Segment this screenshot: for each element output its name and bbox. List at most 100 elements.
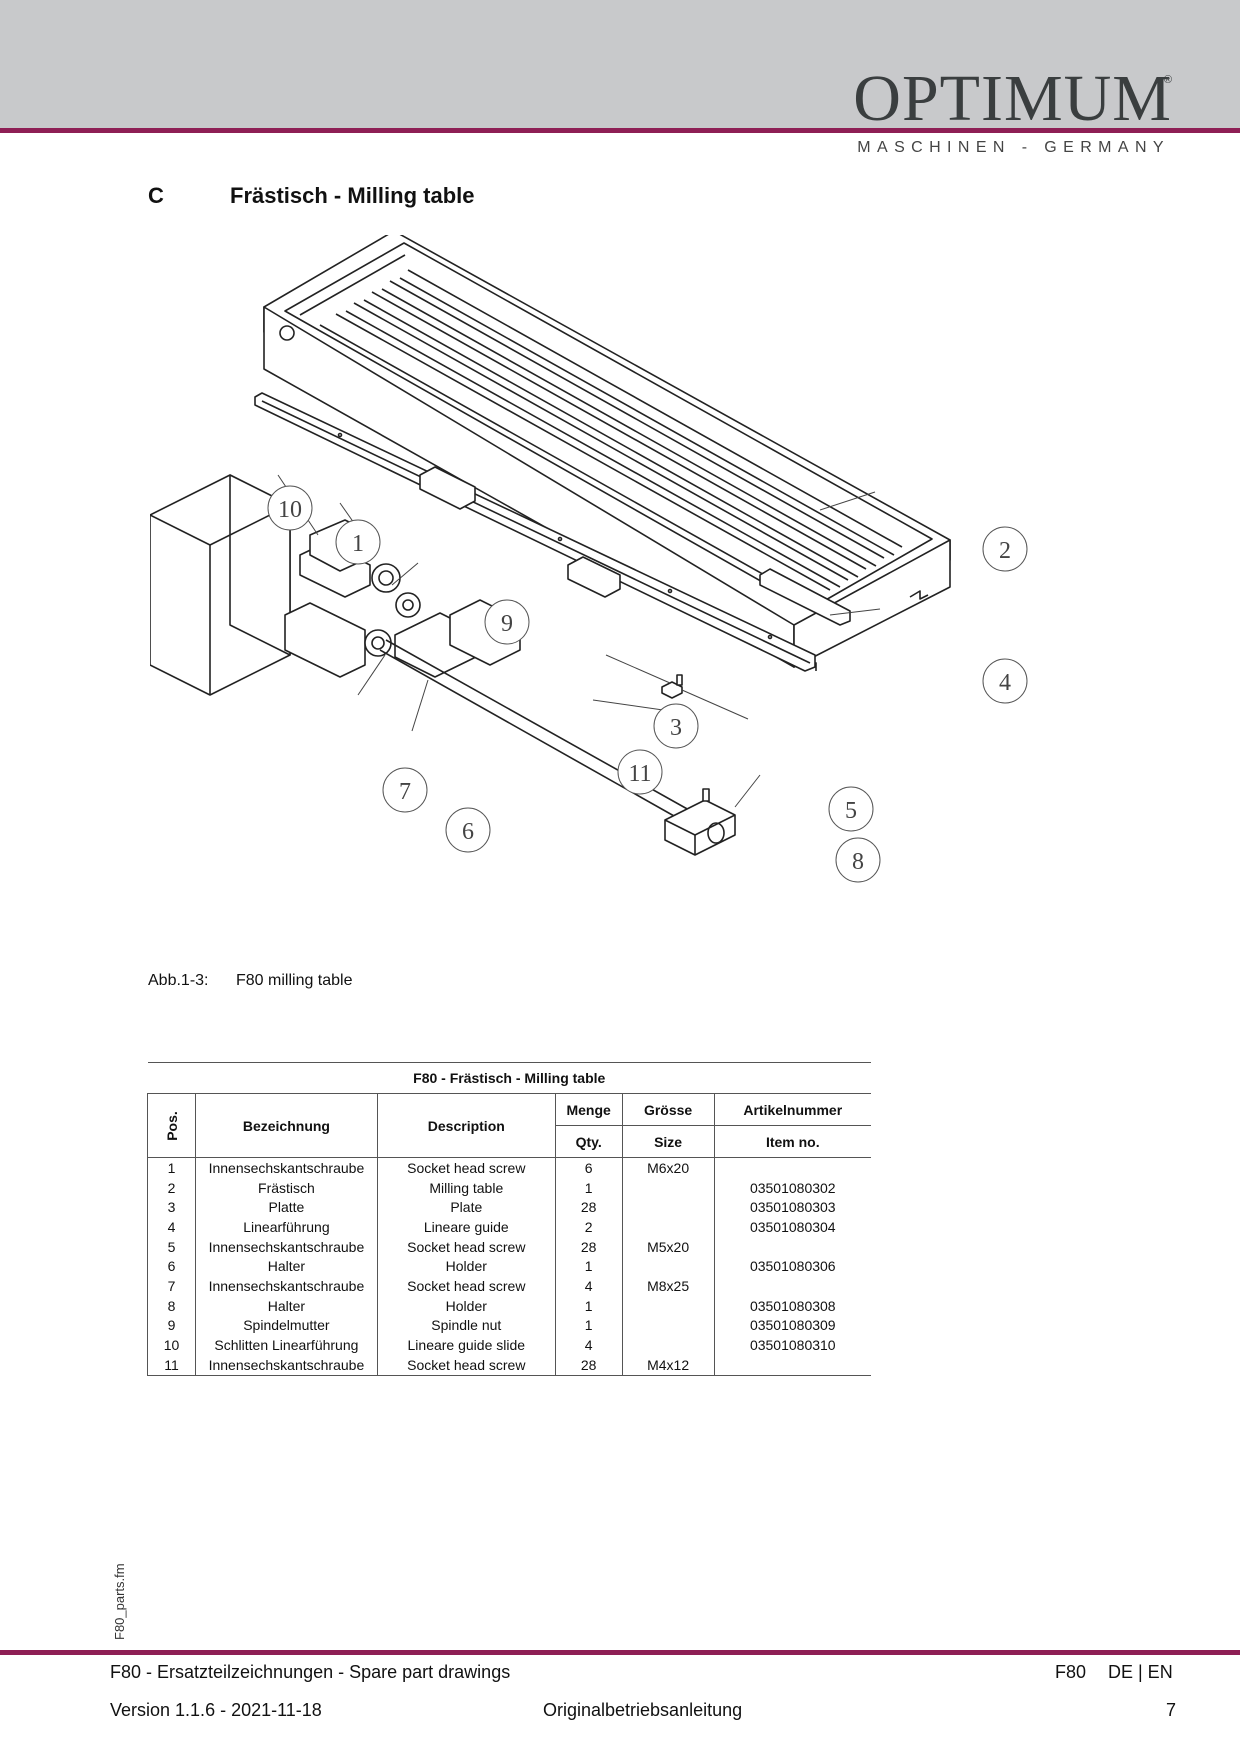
callout-4: 4 [982,658,1028,704]
cell-pos: 9 [147,1315,196,1336]
cell-size [621,1217,715,1237]
header-qty: Qty. [554,1125,623,1158]
cell-size [621,1256,715,1277]
cell-size: M5x20 [621,1236,715,1257]
callout-1: 1 [335,519,381,565]
cell-qty: 28 [554,1197,623,1218]
header-pos: Pos. [147,1093,196,1158]
cell-item-no [713,1276,871,1296]
milling-table-exploded-drawing: 10 1 9 2 4 3 11 5 7 6 8 [150,235,1028,883]
cell-item-no: 03501080302 [713,1177,871,1198]
svg-text:5: 5 [845,798,857,824]
svg-text:4: 4 [999,670,1011,696]
cell-item-no [713,1156,871,1178]
header-description: Description [376,1093,556,1158]
footer-rule [0,1650,1240,1655]
cell-pos: 7 [147,1276,196,1296]
cell-bezeichnung: Innensechskantschraube [194,1156,378,1178]
cell-pos: 2 [147,1177,196,1198]
cell-pos: 8 [147,1295,196,1316]
cell-pos: 10 [147,1335,196,1355]
footer-languages: DE | EN [1108,1662,1173,1682]
callout-2: 2 [982,526,1028,572]
cell-bezeichnung: Innensechskantschraube [194,1276,378,1296]
cell-bezeichnung: Halter [194,1256,378,1277]
cell-size [621,1197,715,1218]
cell-bezeichnung: Schlitten Linearführung [194,1335,378,1355]
header-groesse: Grösse [621,1093,715,1126]
header-rule [0,128,1240,133]
svg-text:8: 8 [852,849,864,875]
section-letter: C [148,183,164,208]
figure-caption-text: F80 milling table [236,972,353,989]
cell-qty: 4 [554,1276,623,1296]
page-number: 7 [1166,1700,1177,1720]
callout-8: 8 [835,837,881,883]
callout-11: 11 [617,749,663,795]
cell-bezeichnung: Innensechskantschraube [194,1354,378,1376]
cell-size [621,1295,715,1316]
linear-guide-rail [254,392,816,672]
cell-qty: 28 [554,1354,623,1376]
cell-pos: 11 [147,1354,196,1376]
cell-item-no [713,1236,871,1257]
logo-subtitle: MASCHINEN - GERMANY [857,139,1170,156]
cell-item-no: 03501080304 [713,1217,871,1237]
cell-description: Plate [376,1197,556,1218]
cell-description: Socket head screw [376,1236,556,1257]
cell-size [621,1315,715,1336]
header-menge: Menge [554,1093,623,1126]
registered-mark: ® [1163,74,1172,86]
cell-item-no [713,1354,871,1376]
svg-text:11: 11 [628,761,651,787]
cell-size: M4x12 [621,1354,715,1376]
cell-qty: 1 [554,1177,623,1198]
side-file-label: F80_parts.fm [112,1563,127,1640]
cell-qty: 1 [554,1315,623,1336]
svg-text:7: 7 [399,779,411,805]
cell-pos: 3 [147,1197,196,1218]
header-bezeichnung: Bezeichnung [194,1093,378,1158]
cell-size: M6x20 [621,1156,715,1178]
svg-text:10: 10 [278,497,302,523]
cell-item-no: 03501080306 [713,1256,871,1277]
cell-item-no: 03501080303 [713,1197,871,1218]
milling-table-part [263,235,951,671]
cell-bezeichnung: Platte [194,1197,378,1218]
optimum-logo: OPTIMUM [853,62,1172,135]
cell-bezeichnung: Spindelmutter [194,1315,378,1336]
linear-guide-rail-right [759,568,851,626]
cell-qty: 2 [554,1217,623,1237]
cell-pos: 5 [147,1236,196,1257]
cell-item-no: 03501080310 [713,1335,871,1355]
cell-size [621,1177,715,1198]
figure-caption-number: Abb.1-3: [148,972,209,989]
header-item-no: Item no. [713,1125,871,1158]
cell-description: Spindle nut [376,1315,556,1336]
footer-doc-type: Originalbetriebsanleitung [543,1700,743,1720]
svg-text:6: 6 [462,819,474,845]
cell-description: Socket head screw [376,1156,556,1178]
cell-item-no: 03501080308 [713,1295,871,1316]
svg-text:9: 9 [501,611,513,637]
cell-size: M8x25 [621,1276,715,1296]
callout-5: 5 [828,786,874,832]
cell-description: Lineare guide [376,1217,556,1237]
parts-table-title: F80 - Frästisch - Milling table [147,1062,871,1094]
cell-pos: 1 [147,1156,196,1178]
footer-title: F80 - Ersatzteilzeichnungen - Spare part… [110,1662,511,1682]
cell-bezeichnung: Halter [194,1295,378,1316]
cell-qty: 1 [554,1256,623,1277]
cell-description: Milling table [376,1177,556,1198]
cell-qty: 4 [554,1335,623,1355]
svg-text:3: 3 [670,715,682,741]
cell-bezeichnung: Linearführung [194,1217,378,1237]
section-title: Frästisch - Milling table [230,183,475,208]
callout-7: 7 [382,767,428,813]
